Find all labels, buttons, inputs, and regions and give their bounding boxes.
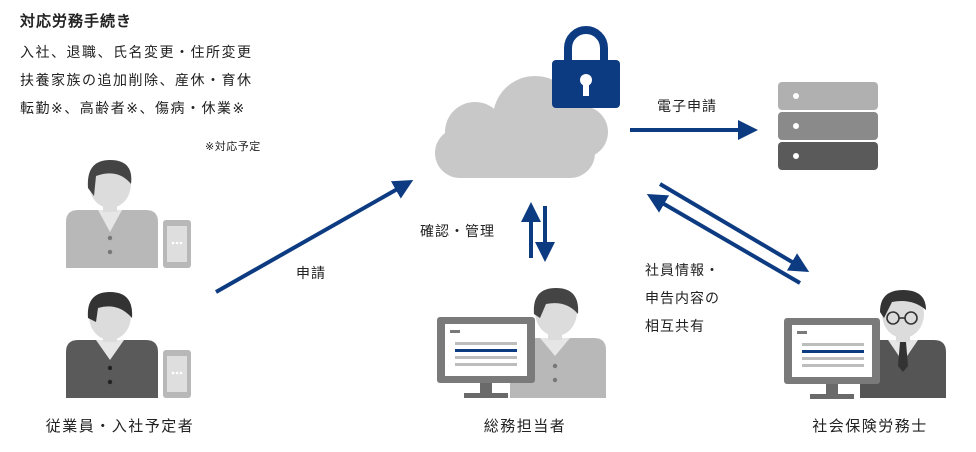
employees-caption: 従業員・入社予定者 (45, 417, 195, 435)
share-label-3: 相互共有 (645, 319, 705, 335)
share-arrow-up (646, 193, 802, 285)
panel-line-2: 扶養家族の追加削除、産休・育休 (20, 73, 253, 89)
admin-caption: 総務担当者 (483, 417, 567, 435)
smartphone-icon (163, 220, 191, 268)
monitor-icon (437, 317, 535, 398)
server-icon (778, 82, 878, 170)
share-label-1: 社員情報・ (645, 263, 720, 279)
lock-icon (552, 26, 620, 108)
person-icon (66, 292, 158, 398)
apply-arrow (215, 180, 414, 294)
share-label-2: 申告内容の (645, 291, 720, 307)
panel-line-1: 入社、退職、氏名変更・住所変更 (20, 45, 253, 61)
confirm-label: 確認・管理 (420, 224, 495, 240)
panel-title: 対応労務手続き (20, 12, 133, 30)
person-icon (66, 160, 158, 268)
sharoushi-caption: 社会保険労務士 (812, 417, 928, 435)
share-arrow-down (658, 182, 810, 273)
monitor-icon (784, 318, 880, 399)
apply-label: 申請 (296, 266, 326, 282)
panel-line-3: 転勤※、高齢者※、傷病・休業※ (20, 101, 246, 117)
panel-note: ※対応予定 (205, 140, 261, 153)
e-apply-label: 電子申請 (657, 99, 717, 115)
person-icon (860, 290, 946, 398)
smartphone-icon (163, 350, 191, 398)
